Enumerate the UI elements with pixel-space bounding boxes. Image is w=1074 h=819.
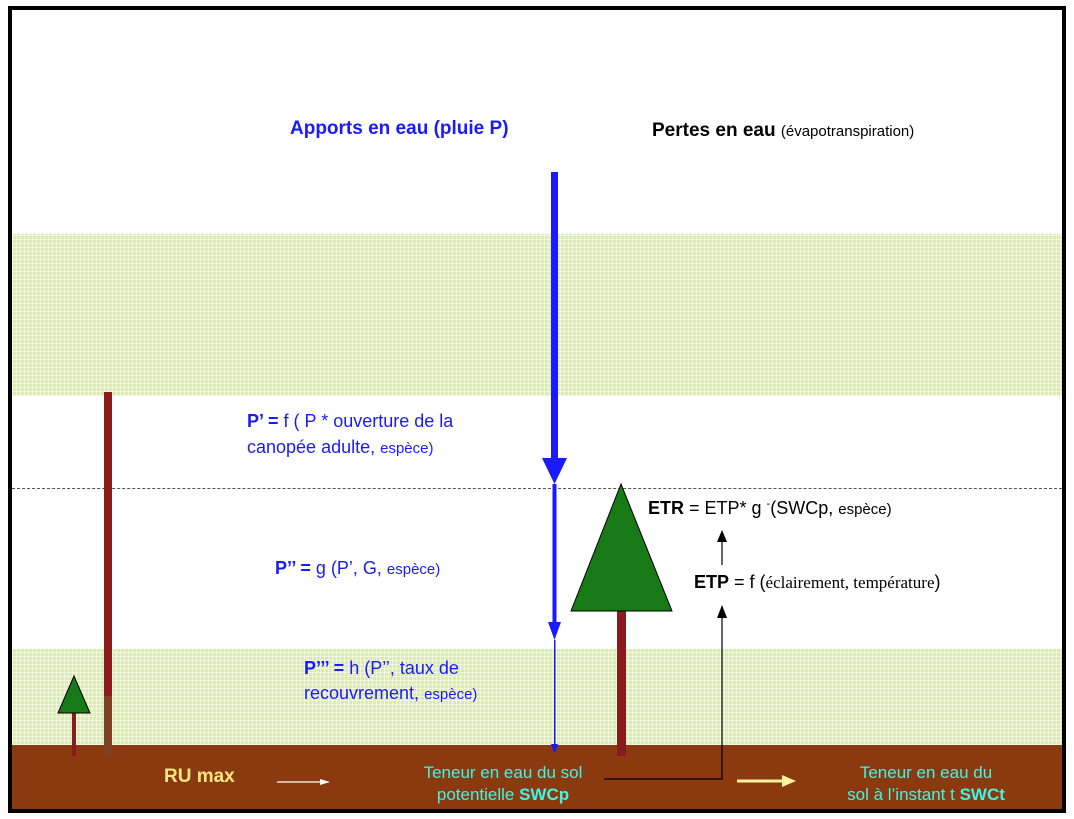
p-double-species: espèce) xyxy=(386,561,441,578)
p-prime-expr: f ( P * ouverture de la xyxy=(278,411,454,431)
ru-max-arrow-head xyxy=(320,779,330,785)
losses-title-main: Pertes en eau xyxy=(652,120,776,141)
inputs-title: Apports en eau (pluie P) xyxy=(290,118,509,139)
throughfall-arrow-shaft xyxy=(552,484,557,624)
swct-line2: sol à l’instant t SWCt xyxy=(806,784,1046,806)
etp-close: ) xyxy=(934,572,941,592)
rain-arrow-head xyxy=(542,458,567,484)
swcp-text: potentielle xyxy=(436,785,520,804)
etr-expr-2: (SWCp, xyxy=(770,498,839,518)
swct-line1: Teneur en eau du xyxy=(859,763,993,782)
understory-band xyxy=(12,649,1062,757)
p-prime-species: espèce) xyxy=(380,440,434,457)
net-rain-arrow-head xyxy=(551,744,558,754)
swct-text: sol à l’instant t xyxy=(847,785,960,804)
p-double-expr: g (P’, G, xyxy=(310,558,387,578)
canopy-base-line xyxy=(12,488,1062,489)
p-triple-expr-2: recouvrement, xyxy=(304,683,425,703)
rain-arrow-shaft xyxy=(551,172,558,460)
swcp-line2: potentielle SWCp xyxy=(383,784,623,806)
etr-species: espèce) xyxy=(838,501,892,518)
throughfall-arrow-head xyxy=(548,622,561,640)
swcp-line1: Teneur en eau du sol xyxy=(423,763,583,782)
swcp-label: Teneur en eau du sol potentielle SWCp xyxy=(383,762,623,806)
p-prime-line1: P’ = f ( P * ouverture de la xyxy=(247,408,453,434)
seedling-trunk xyxy=(72,710,76,756)
swcp-code: SWCp xyxy=(519,785,570,804)
p-triple-line1: P’’’ = h (P’’, taux de xyxy=(304,656,477,681)
etp-formula: ETP = f (éclairement, température) xyxy=(694,572,941,593)
etp-arrow-head xyxy=(717,605,727,618)
adult-tree-trunk xyxy=(104,392,112,756)
etp-label: ETP xyxy=(694,572,730,592)
canopy-band xyxy=(12,234,1062,396)
soil-layer xyxy=(12,745,1062,809)
p-double-formula: P’’ = g (P’, G, espèce) xyxy=(275,558,440,579)
diagram-frame xyxy=(8,6,1066,813)
swct-code: SWCt xyxy=(959,785,1005,804)
swcp-to-etp-line xyxy=(604,616,723,780)
swct-label: Teneur en eau du sol à l’instant t SWCt xyxy=(806,762,1046,806)
etr-sup: - xyxy=(766,498,771,510)
etp-expr: = f ( xyxy=(729,572,766,592)
p-triple-line2: recouvrement, espèce) xyxy=(304,681,477,707)
p-double-label: P’’ = xyxy=(275,558,311,578)
etr-expr: = ETP* g xyxy=(684,498,767,518)
sapling-trunk xyxy=(617,606,626,756)
net-rain-arrow-shaft xyxy=(554,640,556,746)
p-prime-label: P’ = xyxy=(247,411,279,431)
p-triple-label: P’’’ = xyxy=(304,658,345,678)
losses-title: Pertes en eau (évapotranspiration) xyxy=(652,120,914,142)
p-triple-formula: P’’’ = h (P’’, taux de recouvrement, esp… xyxy=(304,656,477,707)
sapling-crown xyxy=(570,482,673,612)
p-prime-expr-2: canopée adulte, xyxy=(247,437,381,457)
seedling-crown xyxy=(57,674,91,714)
p-prime-formula: P’ = f ( P * ouverture de la canopée adu… xyxy=(247,408,453,462)
ru-max-label: RU max xyxy=(164,766,235,787)
p-triple-expr: h (P’’, taux de xyxy=(344,658,459,678)
etr-label: ETR xyxy=(648,498,684,518)
etp-variables: éclairement, température xyxy=(765,573,935,592)
adult-tree-trunk-base xyxy=(104,696,112,756)
etr-formula: ETR = ETP* g -(SWCp, espèce) xyxy=(648,498,892,519)
p-prime-line2: canopée adulte, espèce) xyxy=(247,434,453,462)
swct-arrow-head xyxy=(782,775,796,787)
p-triple-species: espèce) xyxy=(424,686,478,703)
etr-arrow-head xyxy=(717,530,727,542)
losses-subtitle: (évapotranspiration) xyxy=(780,123,915,140)
